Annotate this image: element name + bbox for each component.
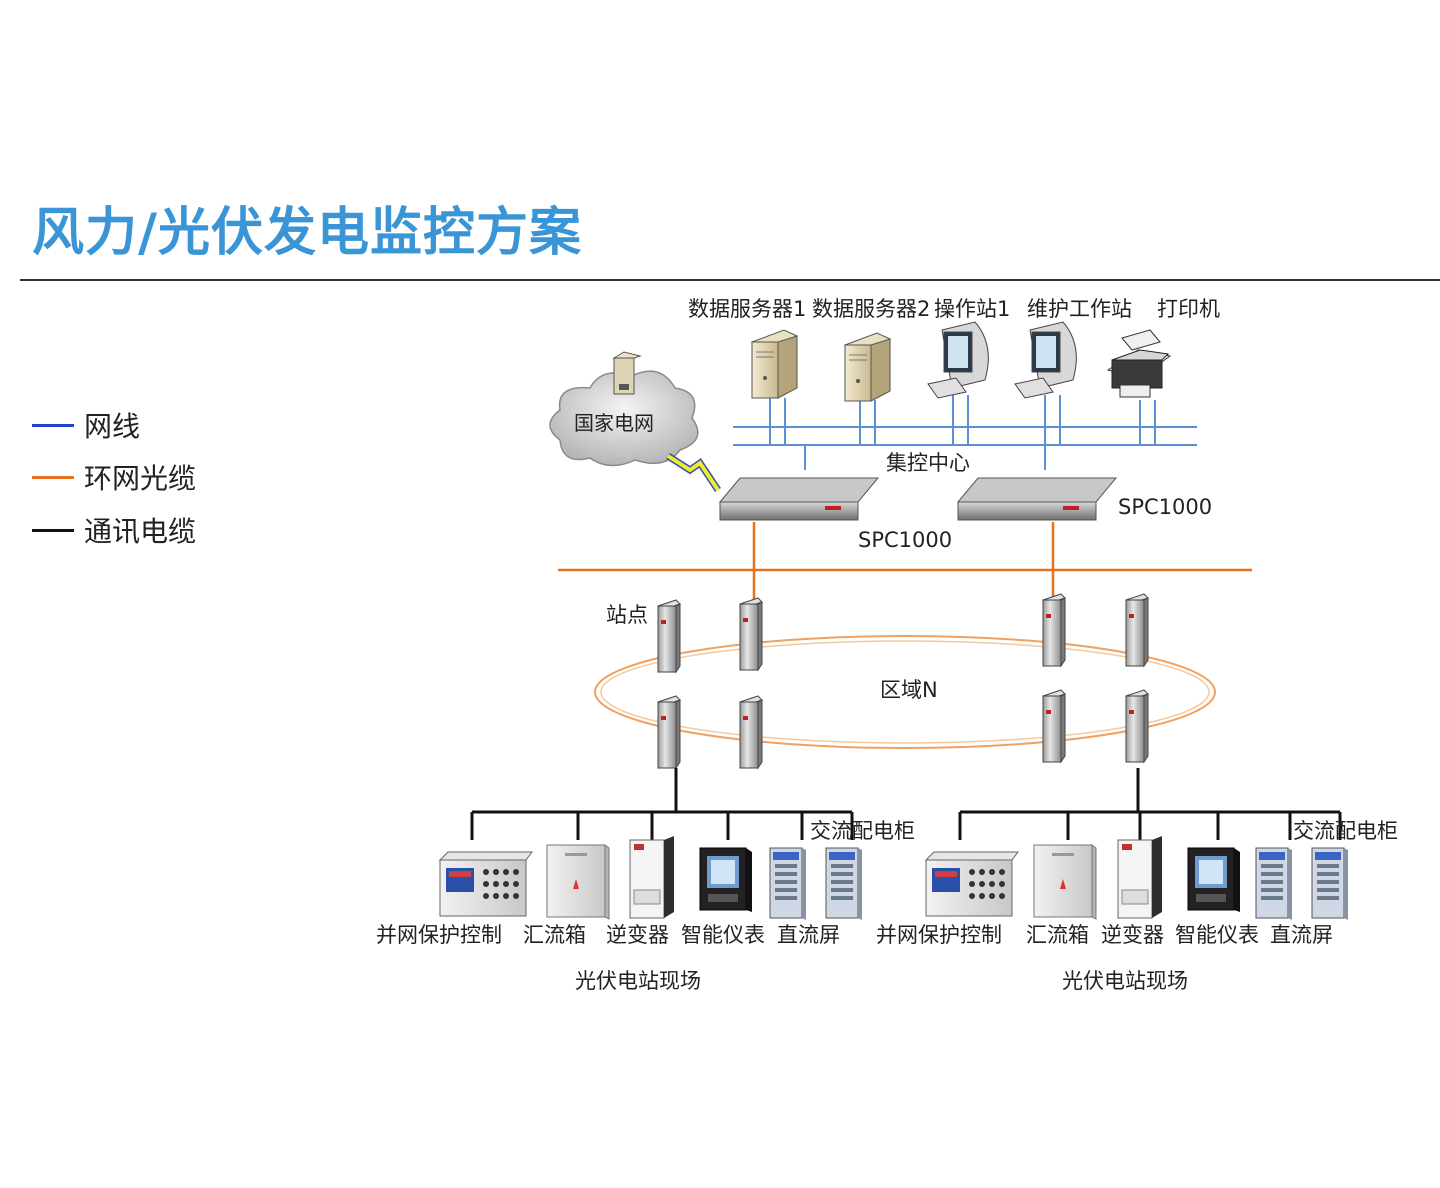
fiber-ring-outer (594, 635, 1216, 749)
dc-panel-icon (1255, 847, 1292, 920)
field-right-label-dc-panel: 直流屏 (1270, 923, 1333, 947)
server-2-icon (843, 332, 892, 402)
ring-switch-icon (1125, 593, 1149, 668)
ac-cabinet-icon (1311, 847, 1348, 920)
label-server2: 数据服务器2 (812, 297, 930, 321)
label-printer: 打印机 (1157, 297, 1220, 321)
ring-switch-icon (1042, 689, 1066, 764)
ring-switch-icon (1042, 593, 1066, 668)
spc-left-label: SPC1000 (858, 528, 952, 552)
grid-protection-device-icon (924, 851, 1019, 917)
ring-switch-icon (657, 599, 681, 674)
center-label: 集控中心 (886, 451, 970, 475)
region-label: 区域N (880, 678, 938, 702)
label-maintenance: 维护工作站 (1027, 297, 1132, 321)
field-left-label-dc-panel: 直流屏 (777, 923, 840, 947)
spc-right-label: SPC1000 (1118, 495, 1212, 519)
field-left-label-inverter: 逆变器 (606, 923, 669, 947)
inverter-icon (1117, 836, 1162, 919)
wireless-link-icon (666, 454, 720, 492)
legend-swatch-cable (32, 528, 74, 532)
fiber-ring-inner (600, 640, 1210, 744)
ring-switch-icon (657, 695, 681, 770)
ring-switch-icon (739, 597, 763, 672)
ac-cabinet-icon (825, 847, 862, 920)
legend-label-cable: 通讯电缆 (84, 515, 197, 548)
legend-item-cable: 通讯电缆 (32, 510, 196, 550)
field-right-label-combiner: 汇流箱 (1026, 923, 1089, 947)
smart-meter-icon (1187, 847, 1240, 912)
site-label: 站点 (606, 603, 648, 627)
spc-right-device (956, 477, 1118, 521)
lan-bus (733, 395, 1197, 470)
dc-panel-icon (769, 847, 806, 920)
field-right-label-meter: 智能仪表 (1175, 923, 1259, 947)
server-1-icon (750, 329, 799, 399)
ac-cabinet-label-right: 交流配电柜 (1293, 819, 1398, 843)
ring-switch-icon (739, 695, 763, 770)
spc-left-device (718, 477, 880, 521)
combiner-box-icon (546, 844, 610, 920)
ac-cabinet-label-left: 交流配电柜 (810, 819, 915, 843)
field-right-label-inverter: 逆变器 (1101, 923, 1164, 947)
printer-icon (1106, 329, 1172, 398)
field-left-site-name: 光伏电站现场 (575, 969, 701, 993)
page-title: 风力/光伏发电监控方案 (32, 203, 582, 263)
field-bus-left (470, 768, 854, 840)
workstation-1-icon (927, 321, 989, 399)
field-left-label-protection: 并网保护控制 (376, 923, 502, 947)
legend-swatch-fiber (32, 475, 74, 479)
ring-switch-icon (1125, 689, 1149, 764)
field-left-label-combiner: 汇流箱 (523, 923, 586, 947)
combiner-box-icon (1033, 844, 1097, 920)
inverter-icon (629, 836, 674, 919)
grid-protection-device-icon (438, 851, 533, 917)
smart-meter-icon (699, 847, 752, 912)
legend-swatch-network (32, 423, 74, 427)
state-grid-cloud-icon (549, 351, 699, 467)
legend-item-network: 网线 (32, 405, 140, 445)
legend-label-network: 网线 (84, 410, 141, 443)
field-right-label-protection: 并网保护控制 (876, 923, 1002, 947)
fiber-lines (558, 522, 1252, 605)
field-left-label-meter: 智能仪表 (681, 923, 765, 947)
cloud-label: 国家电网 (574, 411, 654, 435)
title-divider (20, 279, 1440, 281)
label-station1: 操作站1 (934, 297, 1010, 321)
field-right-site-name: 光伏电站现场 (1062, 969, 1188, 993)
workstation-2-icon (1014, 321, 1077, 399)
lan-drops (769, 395, 1156, 470)
legend-label-fiber: 环网光缆 (84, 462, 197, 495)
field-bus-right (958, 768, 1342, 840)
legend-item-fiber: 环网光缆 (32, 457, 196, 497)
label-server1: 数据服务器1 (688, 297, 806, 321)
